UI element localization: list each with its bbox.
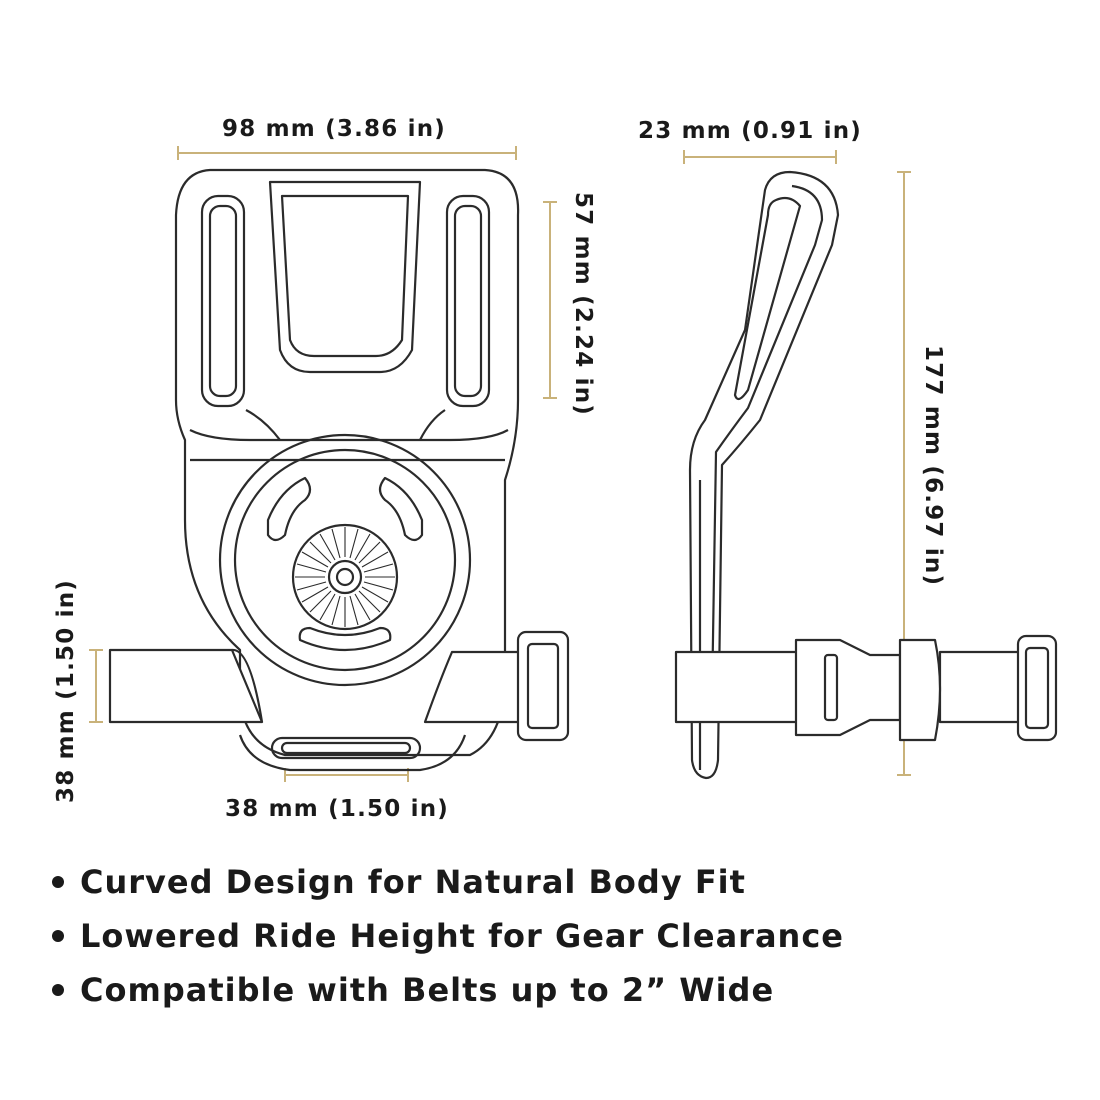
bottom-slot [270,736,422,760]
right-belt-slot [445,194,491,408]
feature-item: Compatible with Belts up to 2” Wide [50,963,844,1017]
rotation-disk [218,433,472,687]
strap-height-label: 38 mm (1.50 in) [53,579,79,803]
gear-teeth [295,527,395,627]
center-clip [268,180,422,374]
bullet-icon [52,930,64,942]
feature-text: Compatible with Belts up to 2” Wide [80,971,775,1009]
feature-item: Lowered Ride Height for Gear Clearance [50,909,844,963]
feature-text: Curved Design for Natural Body Fit [80,863,746,901]
front-body-outline [174,168,520,757]
front-view [108,168,570,772]
bullet-icon [52,876,64,888]
feature-item: Curved Design for Natural Body Fit [50,855,844,909]
side-buckle [794,638,902,737]
left-belt-slot [200,194,246,408]
front-width-label: 98 mm (3.86 in) [222,116,446,142]
side-depth-label: 23 mm (0.91 in) [638,118,862,144]
bullet-icon [52,984,64,996]
front-height-label: 57 mm (2.24 in) [570,192,596,416]
side-view [674,170,1058,780]
adjustment-gear [291,523,399,631]
side-height-label: 177 mm (6.97 in) [920,345,946,587]
side-strap [674,650,800,724]
side-profile-outline [688,170,840,780]
feature-text: Lowered Ride Height for Gear Clearance [80,917,844,955]
feature-list: Curved Design for Natural Body Fit Lower… [50,855,844,1017]
front-strap-buckle [516,630,570,742]
side-strap-keeper [1016,634,1058,742]
slot-width-label: 38 mm (1.50 in) [225,796,449,822]
